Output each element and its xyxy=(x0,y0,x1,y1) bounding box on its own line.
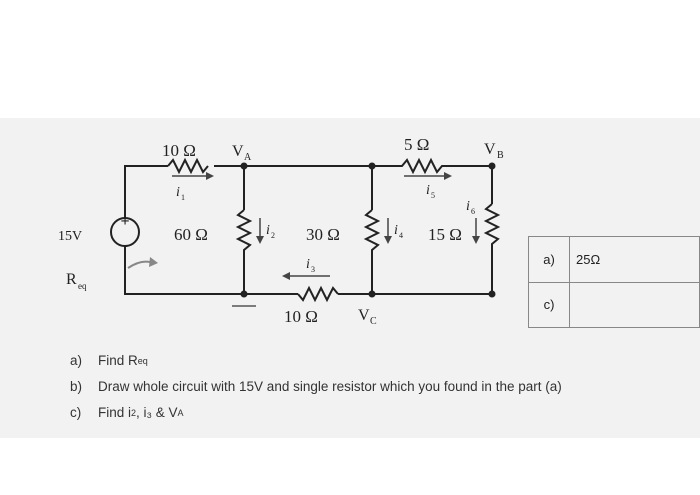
label-i6-sub: 6 xyxy=(471,207,475,216)
label-i5: i xyxy=(426,183,430,198)
i2-arrow-head xyxy=(256,236,264,244)
question-tail: , i₃ & V xyxy=(136,405,178,420)
question-text: Draw whole circuit with 15V and single r… xyxy=(98,379,562,394)
node-top-mid xyxy=(368,162,376,170)
resistor-r4 xyxy=(372,157,492,175)
i4-arrow-head xyxy=(384,236,392,244)
background-top xyxy=(0,0,700,118)
label-vc: V xyxy=(358,307,370,324)
label-r5: 15 Ω xyxy=(428,225,462,244)
answer-row: a) 25Ω xyxy=(528,236,700,283)
node-bottom-mid xyxy=(368,290,376,298)
label-r2: 60 Ω xyxy=(174,225,208,244)
question-tag: c) xyxy=(70,405,82,420)
question-item: b) Draw whole circuit with 15V and singl… xyxy=(70,374,690,400)
req-arrow-head xyxy=(149,257,158,267)
label-r1: 10 Ω xyxy=(162,141,196,160)
label-va: V xyxy=(232,143,244,160)
answer-table: a) 25Ω c) xyxy=(528,236,700,328)
answer-row: c) xyxy=(528,281,700,328)
label-i1: i xyxy=(176,185,180,200)
label-i3: i xyxy=(306,257,310,272)
resistor-r6 xyxy=(297,285,339,303)
i5-arrow-head xyxy=(444,172,452,180)
voltage-source xyxy=(110,217,140,247)
answer-value xyxy=(569,281,700,328)
label-va-sub: A xyxy=(244,152,252,163)
label-r4: 5 Ω xyxy=(404,135,429,154)
node-a xyxy=(240,162,248,170)
answer-label: a) xyxy=(528,236,570,283)
label-vb-sub: B xyxy=(497,150,504,161)
question-sub: 2 xyxy=(131,408,137,418)
label-i6: i xyxy=(466,199,470,214)
label-i4-sub: 4 xyxy=(399,231,403,240)
node-b xyxy=(488,162,496,170)
question-tag: b) xyxy=(70,379,83,394)
question-text: Find i xyxy=(98,405,132,420)
source-plus: + xyxy=(120,213,129,230)
resistor-r2 xyxy=(235,209,253,294)
answer-value: 25Ω xyxy=(569,236,700,283)
question-tag: a) xyxy=(70,353,83,368)
label-r3: 30 Ω xyxy=(306,225,340,244)
resistor-r1 xyxy=(167,157,209,175)
i6-arrow-head xyxy=(472,236,480,244)
resistor-r3 xyxy=(363,209,381,294)
wire-bottom-left xyxy=(124,246,298,295)
background-bottom xyxy=(0,438,700,495)
node-bottom-left xyxy=(240,290,248,298)
label-vc-sub: C xyxy=(370,316,377,327)
label-i2-sub: 2 xyxy=(271,231,275,240)
question-text: Find R xyxy=(98,353,138,368)
question-tail-sub: A xyxy=(177,408,184,418)
label-r6: 10 Ω xyxy=(284,307,318,326)
label-i5-sub: 5 xyxy=(431,191,435,200)
label-req-sub: eq xyxy=(78,281,87,291)
answer-label: c) xyxy=(528,281,570,328)
label-vb: V xyxy=(484,141,496,158)
circuit-diagram: + 10 Ω V A 5 Ω V B 60 Ω 30 Ω 15 Ω 10 Ω V… xyxy=(58,135,504,327)
label-source: 15V xyxy=(58,229,82,244)
wire-left-top xyxy=(124,165,168,218)
req-arrow xyxy=(127,260,151,269)
label-i1-sub: 1 xyxy=(181,193,185,202)
question-sub: eq xyxy=(137,356,148,366)
i3-arrow-head xyxy=(282,272,290,280)
label-i3-sub: 3 xyxy=(311,265,315,274)
i1-arrow-head xyxy=(206,172,214,180)
label-i4: i xyxy=(394,223,398,238)
node-bottom-right xyxy=(488,290,496,298)
resistor-r5 xyxy=(483,203,501,294)
label-req: R xyxy=(66,271,77,288)
label-i2: i xyxy=(266,223,270,238)
